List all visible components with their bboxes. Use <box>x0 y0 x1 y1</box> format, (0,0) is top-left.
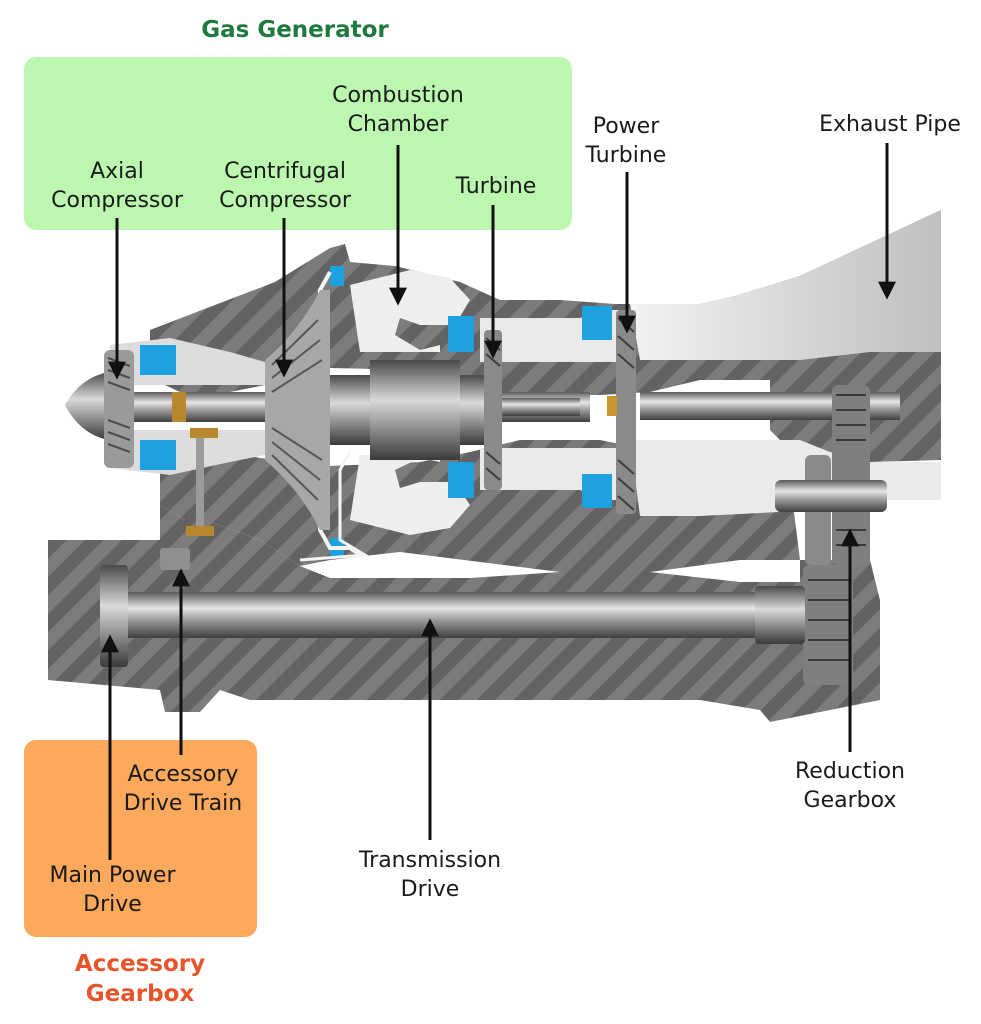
turbine-stub-shaft <box>502 398 580 416</box>
main-power-drive-flange <box>100 565 128 667</box>
combustion-chamber-upper <box>350 270 470 352</box>
label-main-power-drive: Main Power Drive <box>49 863 176 917</box>
combustor-vane-bottom <box>448 462 474 498</box>
gas-turbine-disc <box>484 330 502 490</box>
combustor-hub <box>370 360 460 460</box>
label-axial-compressor: Axial Compressor <box>51 159 183 213</box>
axial-stator-top <box>140 345 176 375</box>
label-combustion-chamber: Combustion Chamber <box>332 83 464 137</box>
label-exhaust-pipe: Exhaust Pipe <box>819 112 961 137</box>
transmission-collar <box>755 586 805 644</box>
label-turbine: Turbine <box>455 174 537 199</box>
exhaust-duct <box>630 210 941 360</box>
transmission-shaft <box>118 592 798 638</box>
bronze-coupling-2 <box>607 396 617 416</box>
callout-arrows <box>101 143 896 860</box>
combustor-vane-top <box>448 316 474 352</box>
accessory-bevel-gear <box>186 526 214 536</box>
axial-compressor-rotor <box>104 350 134 468</box>
diffuser-top <box>330 266 344 286</box>
reduction-gear-low <box>803 565 853 685</box>
centrifugal-impeller <box>265 290 330 530</box>
axial-stator-bottom <box>140 440 176 470</box>
accessory-drive-shaft <box>196 438 204 528</box>
accessory-gear <box>160 548 190 570</box>
accessory-gearbox-title: Accessory Gearbox <box>74 951 206 1007</box>
power-turbine-disc <box>616 310 636 514</box>
label-centrifugal-compressor: Centrifugal Compressor <box>219 159 351 213</box>
reduction-gear-large <box>832 385 870 565</box>
label-reduction-gearbox: Reduction Gearbox <box>795 759 905 813</box>
impeller-blades <box>271 319 323 501</box>
label-power-turbine: Power Turbine <box>585 114 667 168</box>
combustion-chamber-lower <box>350 455 470 535</box>
bleed-duct <box>299 451 370 562</box>
gas-generator-zone <box>24 57 572 230</box>
bevel-gear <box>190 428 218 438</box>
power-turbine-nozzle-top <box>582 306 612 340</box>
reduction-gear-teeth <box>808 394 866 661</box>
power-turbine-nozzle-bottom <box>582 474 612 508</box>
bronze-coupling-1 <box>172 392 186 422</box>
diffuser-outline <box>318 271 362 557</box>
gas-generator-title: Gas Generator <box>201 17 389 43</box>
label-accessory-drive-train: Accessory Drive Train <box>123 762 243 816</box>
label-transmission-drive: Transmission Drive <box>358 848 502 902</box>
accessory-gearbox-zone <box>24 740 257 937</box>
idler-shaft <box>775 480 887 512</box>
